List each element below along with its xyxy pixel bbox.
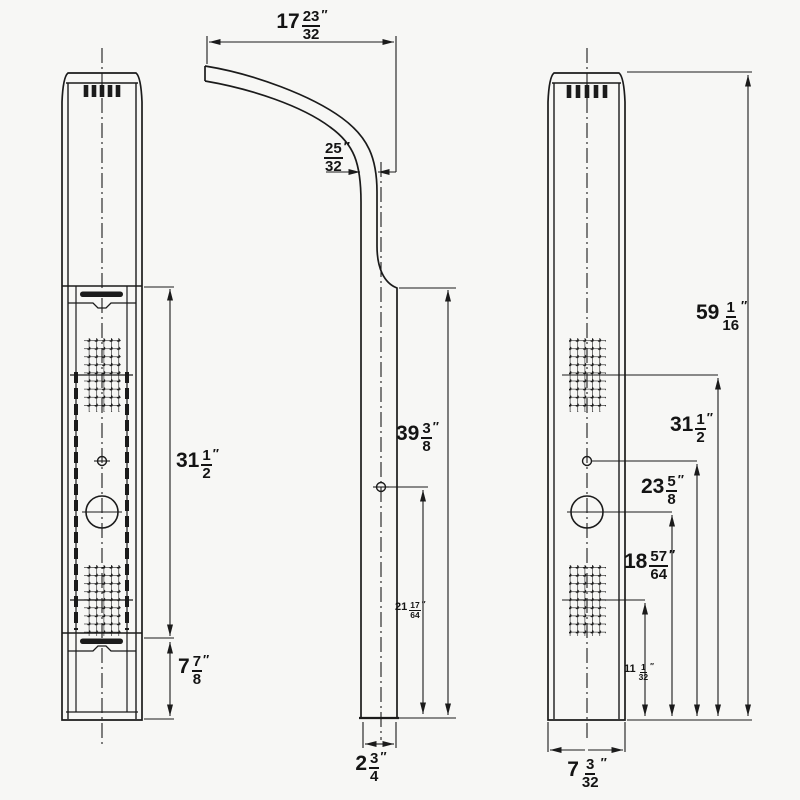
dim-whole: 31 <box>176 449 200 472</box>
inch-mark: ″ <box>421 600 426 609</box>
ext-lines-arm-reach <box>206 36 397 172</box>
inch-mark: ″ <box>380 749 387 764</box>
panel-outline <box>61 72 143 721</box>
inner-section-walls <box>75 286 128 712</box>
shower-arm-bottom-edge <box>204 80 362 718</box>
dim-whole: 11 <box>624 663 636 675</box>
inch-mark: ″ <box>212 446 219 461</box>
front-view <box>61 48 143 744</box>
inch-mark: ″ <box>203 652 210 667</box>
lower-slot <box>80 638 123 644</box>
inch-mark: ″ <box>600 755 607 770</box>
front-view-dimensions <box>144 286 174 720</box>
upper-slot <box>80 291 123 297</box>
panel-inner-walls <box>553 83 620 719</box>
panel-front-curve <box>376 245 398 718</box>
ext-lines-depth <box>362 722 397 748</box>
inch-mark: ″ <box>706 410 713 425</box>
dim-whole: 59 <box>696 301 720 324</box>
dim-whole: 39 <box>396 422 420 445</box>
right-view-dimensions <box>547 71 752 753</box>
side-view-dimensions <box>206 36 456 748</box>
lower-step-line <box>68 645 136 652</box>
inch-mark: ″ <box>432 419 439 434</box>
inch-mark: ″ <box>343 139 350 154</box>
small-outlet-circle <box>581 455 593 467</box>
dim-whole: 21 <box>395 601 408 613</box>
dim-whole: 7 <box>178 655 190 678</box>
dim-whole: 23 <box>641 475 665 498</box>
inch-mark: ″ <box>669 547 676 562</box>
dim-whole: 2 <box>355 752 368 775</box>
dim-whole: 31 <box>670 413 694 436</box>
upper-step-line <box>68 302 136 309</box>
inch-mark: ″ <box>321 7 328 22</box>
top-vent-hatches <box>566 85 608 98</box>
panel-outline <box>547 72 626 721</box>
top-vent-hatches <box>83 85 121 97</box>
shower-arm-top-edge <box>204 65 378 246</box>
inch-mark: ″ <box>650 662 654 671</box>
panel-inner-walls <box>67 83 137 719</box>
inch-mark: ″ <box>677 472 684 487</box>
front-view-dimensioned <box>547 48 626 742</box>
ext-lines <box>144 286 174 720</box>
dim-whole: 17 <box>276 10 300 33</box>
dim-whole: 7 <box>567 758 579 781</box>
dim-whole: 18 <box>624 550 648 573</box>
ext-lines-width <box>547 722 626 752</box>
side-view <box>204 65 399 740</box>
inch-mark: ″ <box>741 298 748 313</box>
